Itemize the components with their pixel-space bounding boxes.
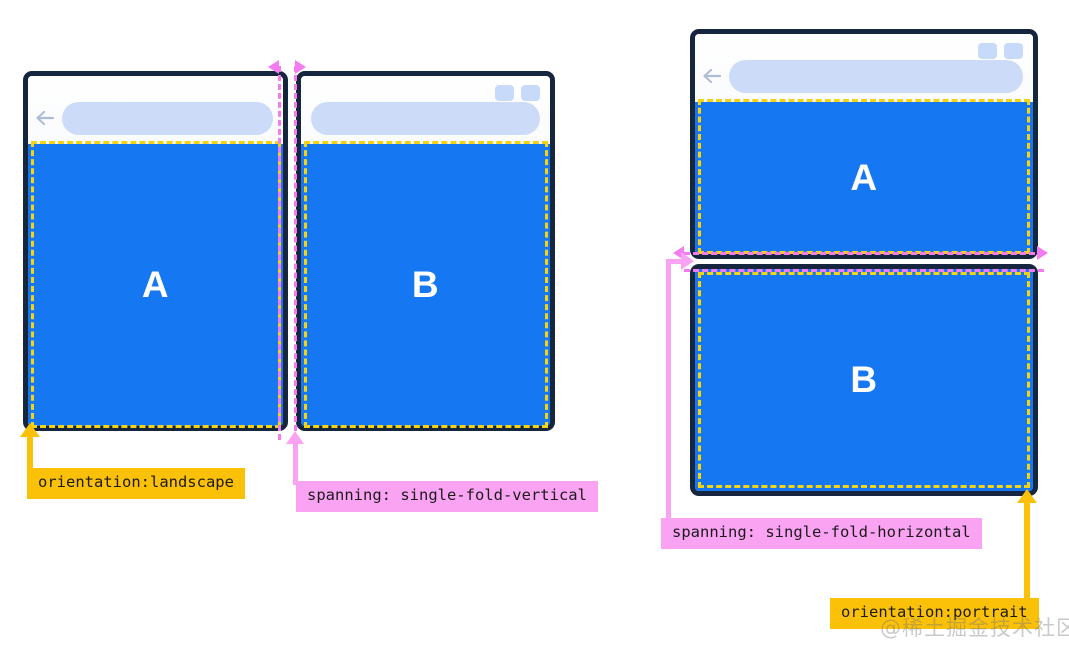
fold-arrow-top-right <box>295 60 306 74</box>
tab-chip-group-top-panel <box>978 43 1023 59</box>
fold-arrow-left-upper <box>673 246 684 260</box>
leader-line-spanning-vertical <box>293 444 298 485</box>
label-orientation-landscape-text: orientation:landscape <box>38 473 234 491</box>
url-bar-right-panel[interactable] <box>311 101 540 135</box>
device-window-right-panel: B <box>296 71 555 431</box>
tab-chip-icon[interactable] <box>978 43 997 59</box>
back-arrow-icon[interactable] <box>695 66 729 86</box>
device-window-bottom-panel: B <box>690 264 1038 496</box>
label-orientation-landscape: orientation:landscape <box>27 468 245 499</box>
label-spanning-single-fold-vertical: spanning: single-fold-vertical <box>296 481 598 512</box>
browser-chrome-top-panel <box>695 34 1033 102</box>
url-bar-left-panel[interactable] <box>62 101 273 135</box>
fold-arrow-top-left <box>268 60 279 74</box>
browser-toolbar-left-panel <box>28 101 283 135</box>
leader-line-spanning-horizontal-vertical <box>666 262 671 518</box>
watermark: @稀土掘金技术社区 <box>880 616 1069 640</box>
device-window-left-panel: A <box>23 71 288 431</box>
viewport-letter-a: A <box>141 264 170 305</box>
fold-arrow-right-upper <box>1037 246 1048 260</box>
leader-arrow-orientation-landscape <box>20 423 40 437</box>
browser-chrome-right-panel <box>301 76 550 144</box>
content-viewport-left-panel: A <box>28 144 283 426</box>
leader-line-orientation-portrait-vertical <box>1024 502 1030 598</box>
tab-chip-icon[interactable] <box>495 85 514 101</box>
viewport-letter-a: A <box>850 157 878 198</box>
leader-arrow-spanning-horizontal <box>681 252 694 270</box>
label-orientation-portrait: orientation:portrait <box>830 598 1039 629</box>
tab-chip-group-right-panel <box>495 85 540 101</box>
content-viewport-bottom-panel: B <box>695 269 1033 491</box>
url-bar-top-panel[interactable] <box>729 59 1023 93</box>
browser-toolbar-top-panel <box>695 59 1033 93</box>
label-spanning-single-fold-horizontal: spanning: single-fold-horizontal <box>661 518 982 549</box>
tab-chip-icon[interactable] <box>521 85 540 101</box>
browser-toolbar-right-panel <box>301 101 550 135</box>
viewport-letter-b: B <box>850 359 878 400</box>
back-arrow-icon[interactable] <box>28 108 62 128</box>
device-window-top-panel: A <box>690 29 1038 259</box>
content-viewport-right-panel: B <box>301 144 550 426</box>
label-orientation-portrait-text: orientation:portrait <box>841 603 1028 621</box>
label-spanning-single-fold-horizontal-text: spanning: single-fold-horizontal <box>672 523 971 541</box>
label-spanning-single-fold-vertical-text: spanning: single-fold-vertical <box>307 486 587 504</box>
browser-chrome-left-panel <box>28 76 283 144</box>
tab-chip-icon[interactable] <box>1004 43 1023 59</box>
viewport-letter-b: B <box>411 264 440 305</box>
content-viewport-top-panel: A <box>695 102 1033 254</box>
leader-arrow-orientation-portrait <box>1017 489 1037 503</box>
leader-arrow-spanning-vertical <box>286 431 304 444</box>
